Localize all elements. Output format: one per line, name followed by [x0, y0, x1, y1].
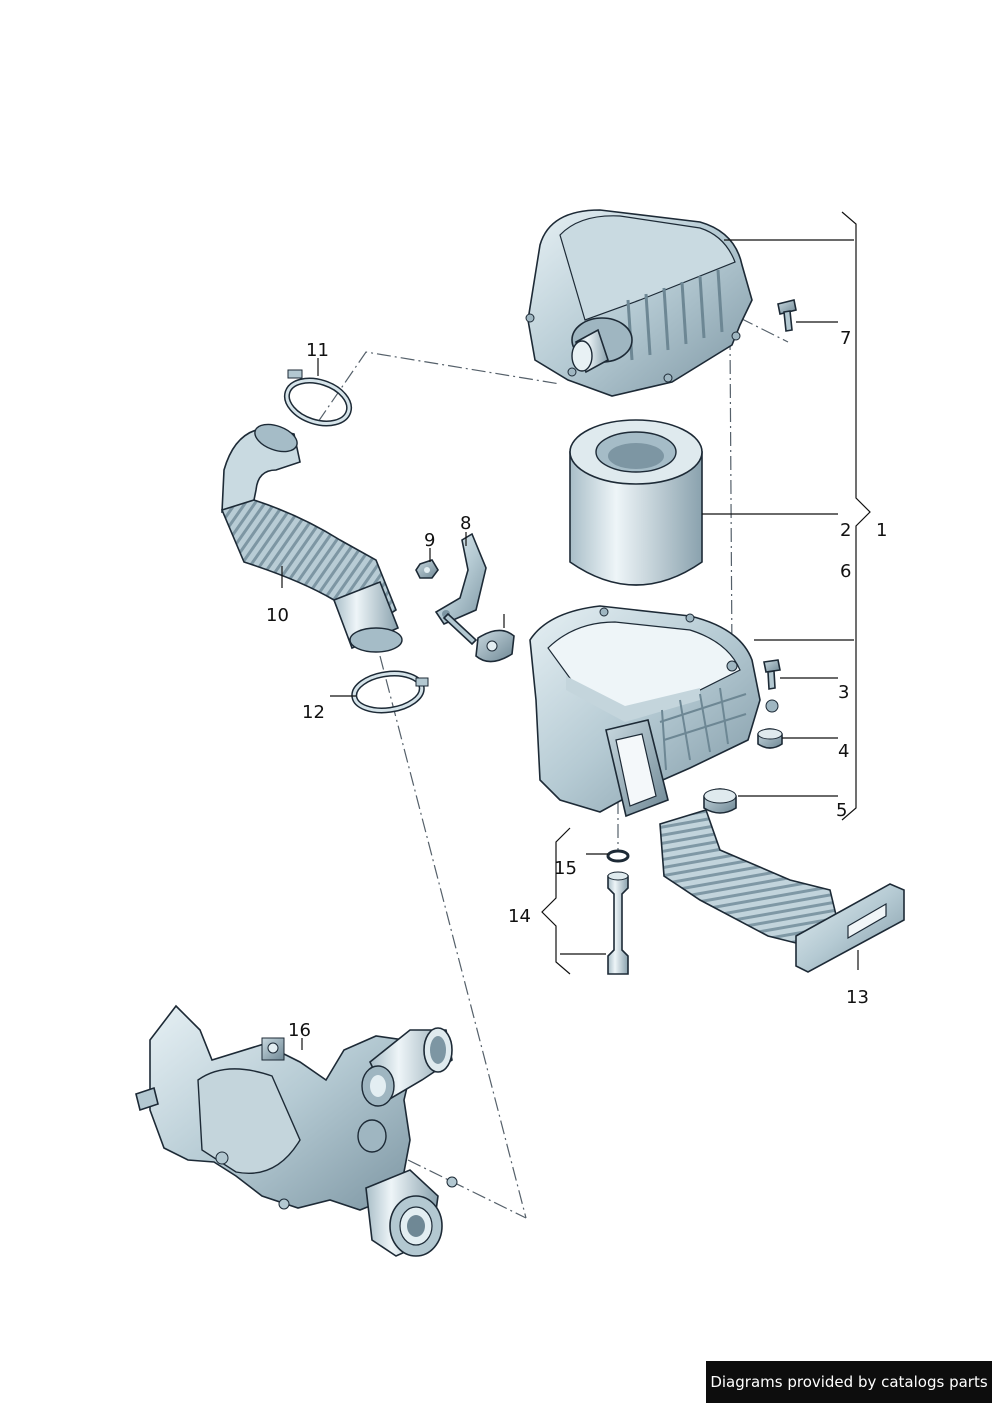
air-filter-upper-housing	[525, 209, 753, 397]
callout-13: 13	[846, 987, 869, 1008]
grommet-4	[757, 728, 783, 749]
callout-11: 11	[306, 340, 329, 361]
credit-banner: Diagrams provided by catalogs parts	[706, 1361, 992, 1403]
turbocharger-16	[135, 1004, 458, 1257]
assembly-lines	[317, 317, 789, 1219]
air-filter-lower-housing	[529, 605, 779, 818]
callout-10: 10	[266, 605, 289, 626]
callout-14: 14	[508, 906, 531, 927]
nut-9	[415, 559, 439, 579]
hose-clamp-11	[283, 369, 353, 427]
callout-2: 2	[840, 520, 851, 541]
callout-4: 4	[838, 741, 849, 762]
callout-6: 6	[840, 561, 851, 582]
callout-labels: 1 2 3 4 5 6 7 8 9 10 11 12 13 14 15 16	[266, 328, 887, 1041]
screw-3	[763, 659, 781, 690]
screw-7	[777, 299, 797, 332]
callout-12: 12	[302, 702, 325, 723]
air-duct-13	[659, 809, 905, 973]
hose-clamp-12	[351, 670, 429, 714]
leader-lines	[281, 211, 871, 1050]
callout-9: 9	[424, 530, 435, 551]
o-ring-15	[606, 849, 630, 863]
bracket-8	[434, 532, 487, 626]
callout-7: 7	[840, 328, 851, 349]
grommet-5	[703, 788, 737, 814]
callout-1: 1	[876, 520, 887, 541]
callout-16: 16	[288, 1020, 311, 1041]
callout-3: 3	[838, 682, 849, 703]
callout-5: 5	[836, 800, 847, 821]
callout-8: 8	[460, 513, 471, 534]
drain-pipe-14	[607, 871, 629, 975]
filter-element	[569, 419, 703, 586]
callout-15: 15	[554, 858, 577, 879]
intake-hose-10	[220, 423, 403, 653]
rubber-mount-6	[442, 612, 515, 663]
